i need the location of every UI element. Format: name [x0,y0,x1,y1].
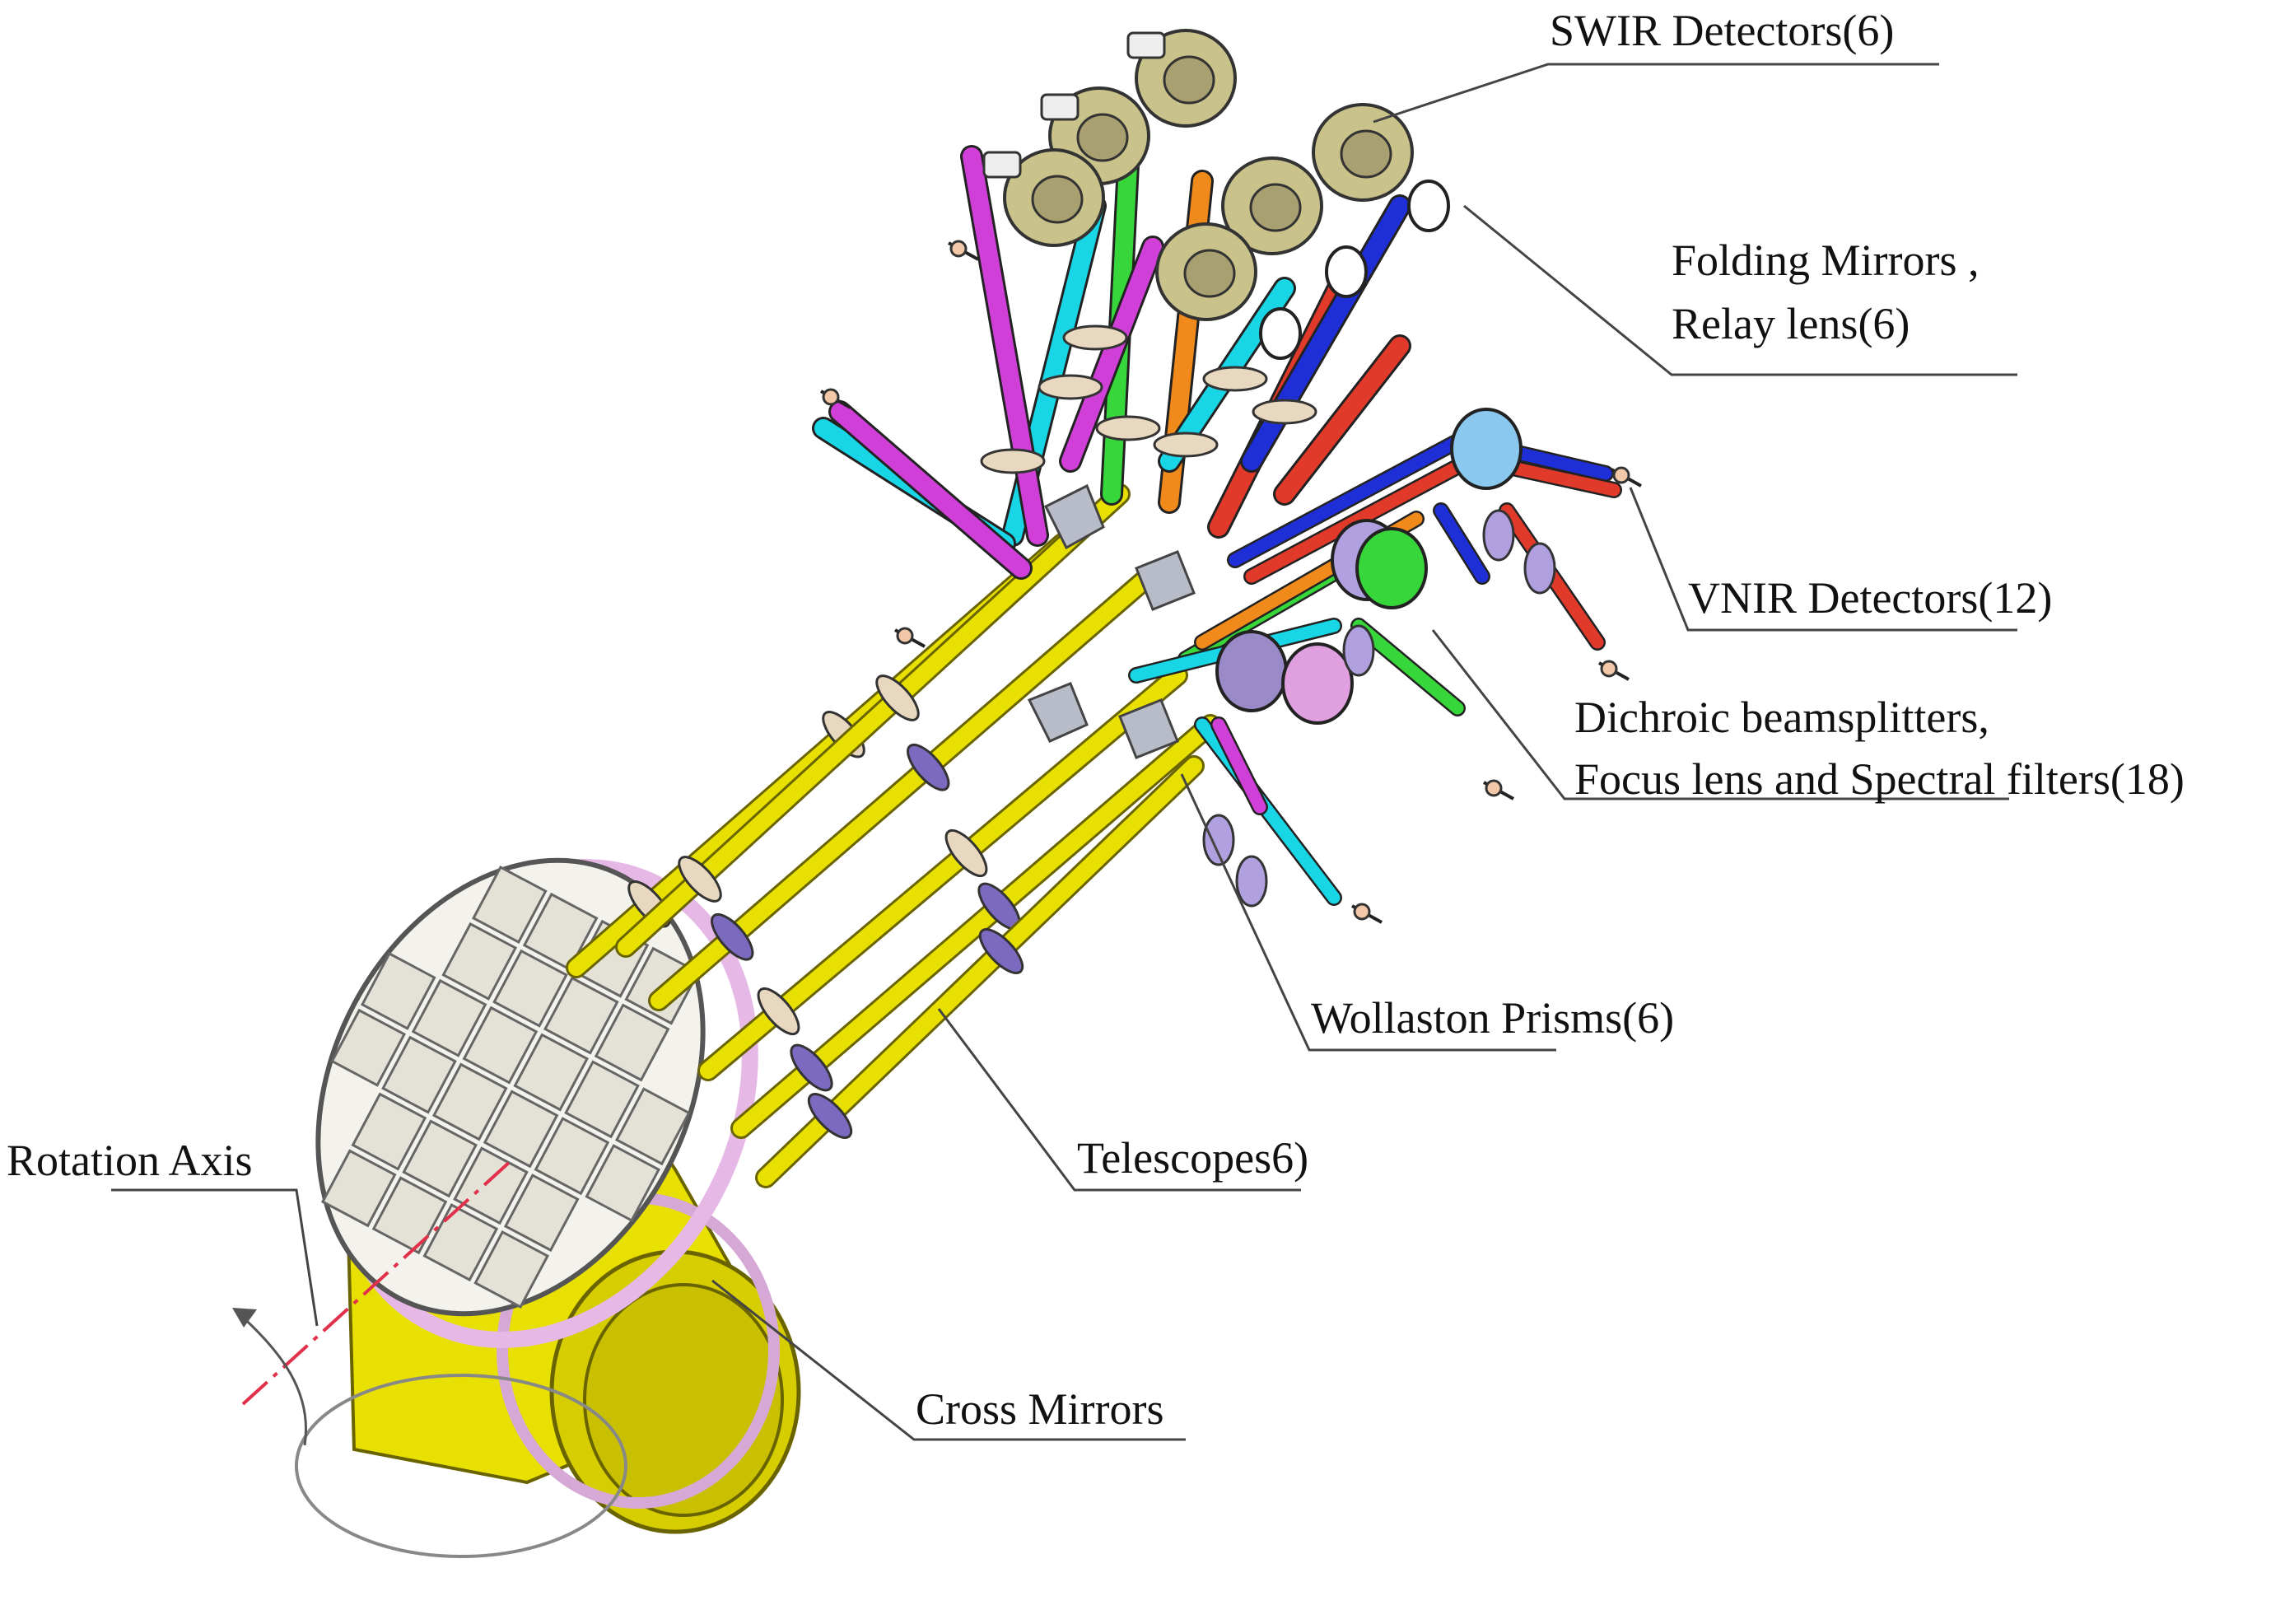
spectral-filter [1523,542,1556,595]
vnir-tube [1212,718,1266,814]
relay-ring [1153,432,1219,458]
vnir-tube [1434,504,1489,583]
telescope-ring [807,1093,853,1139]
swir-detectors [982,29,1414,321]
telescope-ring [757,987,800,1036]
detector-pin-head [1612,466,1630,484]
grid-cell [371,1176,448,1255]
grid-cell [503,1174,580,1253]
telescope-ring [907,743,950,791]
grid-cell [513,1033,590,1112]
grid-cell [360,951,436,1030]
grid-cell [614,1087,691,1166]
telescope-ring [790,1043,833,1092]
detector-pin-head [949,240,968,258]
beamsplitter-housing [1281,642,1354,725]
beamsplitter-housing [1450,408,1523,490]
telescope-ring [944,828,988,878]
vnir-tube [1229,422,1489,567]
label-cross-mirrors: Cross Mirrors [916,1384,1164,1434]
grid-window [315,857,706,1317]
relay-tube [1275,337,1409,503]
grid-cell [492,949,568,1028]
swir-detector-window [1076,113,1129,162]
detector-pin-head [896,627,914,645]
label-telescopes: Telescopes6) [1077,1133,1309,1183]
telescope-ring [875,674,920,721]
detector-pin-head [822,388,840,406]
grid-cell [534,1117,610,1196]
spectral-filter [1202,814,1235,866]
beamsplitter-housing [1355,527,1428,609]
grid-cell [473,1230,549,1309]
swir-detector-window [1183,249,1236,298]
relay-ring [1252,399,1317,425]
spectral-filter [1482,509,1515,562]
grid-cell [453,1146,529,1225]
grid-cell [351,1092,427,1171]
grid-cell [320,1149,397,1228]
telescopes [566,483,1221,1188]
label-rotation-axis: Rotation Axis [7,1136,253,1185]
swir-detector-cap [1040,93,1080,121]
telescope-ring [678,856,722,903]
label-wollaston-prisms: Wollaston Prisms(6) [1311,993,1675,1043]
rotation-axis [232,1160,512,1446]
relay-ring [980,448,1046,474]
beamsplitter-housing [1215,630,1288,712]
wollaston-prisms [1027,483,1196,759]
leader-lines [111,63,2017,1441]
swir-detector-window [1163,55,1215,105]
grid-cell [411,978,487,1057]
vnir-detectors [820,240,1642,924]
relay-tube [831,403,1030,577]
swir-detector-window [1031,175,1084,224]
label-swir-detectors: SWIR Detectors(6) [1550,6,1895,55]
folding-mirror [1325,245,1368,298]
grid-cell [483,1090,559,1169]
folding-mirror [1259,307,1302,360]
detector-pin-head [1353,903,1371,921]
folding-mirror [1407,180,1450,232]
relay-ring [1038,374,1103,400]
grid-cell [431,1062,508,1141]
label-vnir-detectors: VNIR Detectors(12) [1688,573,2053,623]
dichroic-beamsplitters [1128,408,1622,908]
relay-ring [1062,324,1128,351]
vnir-tube [1196,718,1341,904]
spectral-filter [1342,624,1375,677]
folding-mirrors-relay-lens [812,145,1450,580]
spectral-filter [1235,855,1268,908]
relay-ring [1095,415,1161,441]
swir-detector-window [1249,183,1302,232]
relay-ring [1202,366,1268,392]
swir-detector-cap [982,151,1022,179]
grid-cell [472,866,548,945]
label-folding-mirrors: Folding Mirrors , [1672,236,1980,285]
relay-tube [1061,238,1162,470]
grid-cell [462,1006,539,1085]
grid-cell [543,976,619,1055]
swir-detector-cap [1126,31,1166,59]
label-focus-lens-spectral-filters: Focus lens and Spectral filters(18) [1574,754,2185,804]
grid-cell [330,1008,407,1087]
grid-cell [422,1203,499,1282]
detector-pin-head [1485,779,1503,797]
grid-cell [381,1035,457,1114]
grid-cell [564,1060,640,1139]
grid-cell [522,892,599,971]
vnir-tube [1352,619,1464,715]
swir-detector-window [1340,129,1392,179]
label-dichroic-beamsplitters: Dichroic beamsplitters, [1574,693,1989,742]
grid-cell [441,922,518,1001]
telescope-ring [978,928,1024,974]
grid-cell [585,1144,661,1223]
telescope-ring [711,912,754,961]
grid-cell [402,1119,478,1198]
detector-pin-head [1600,660,1618,678]
label-relay-lens: Relay lens(6) [1672,299,1910,348]
grid-cell [594,1003,670,1082]
